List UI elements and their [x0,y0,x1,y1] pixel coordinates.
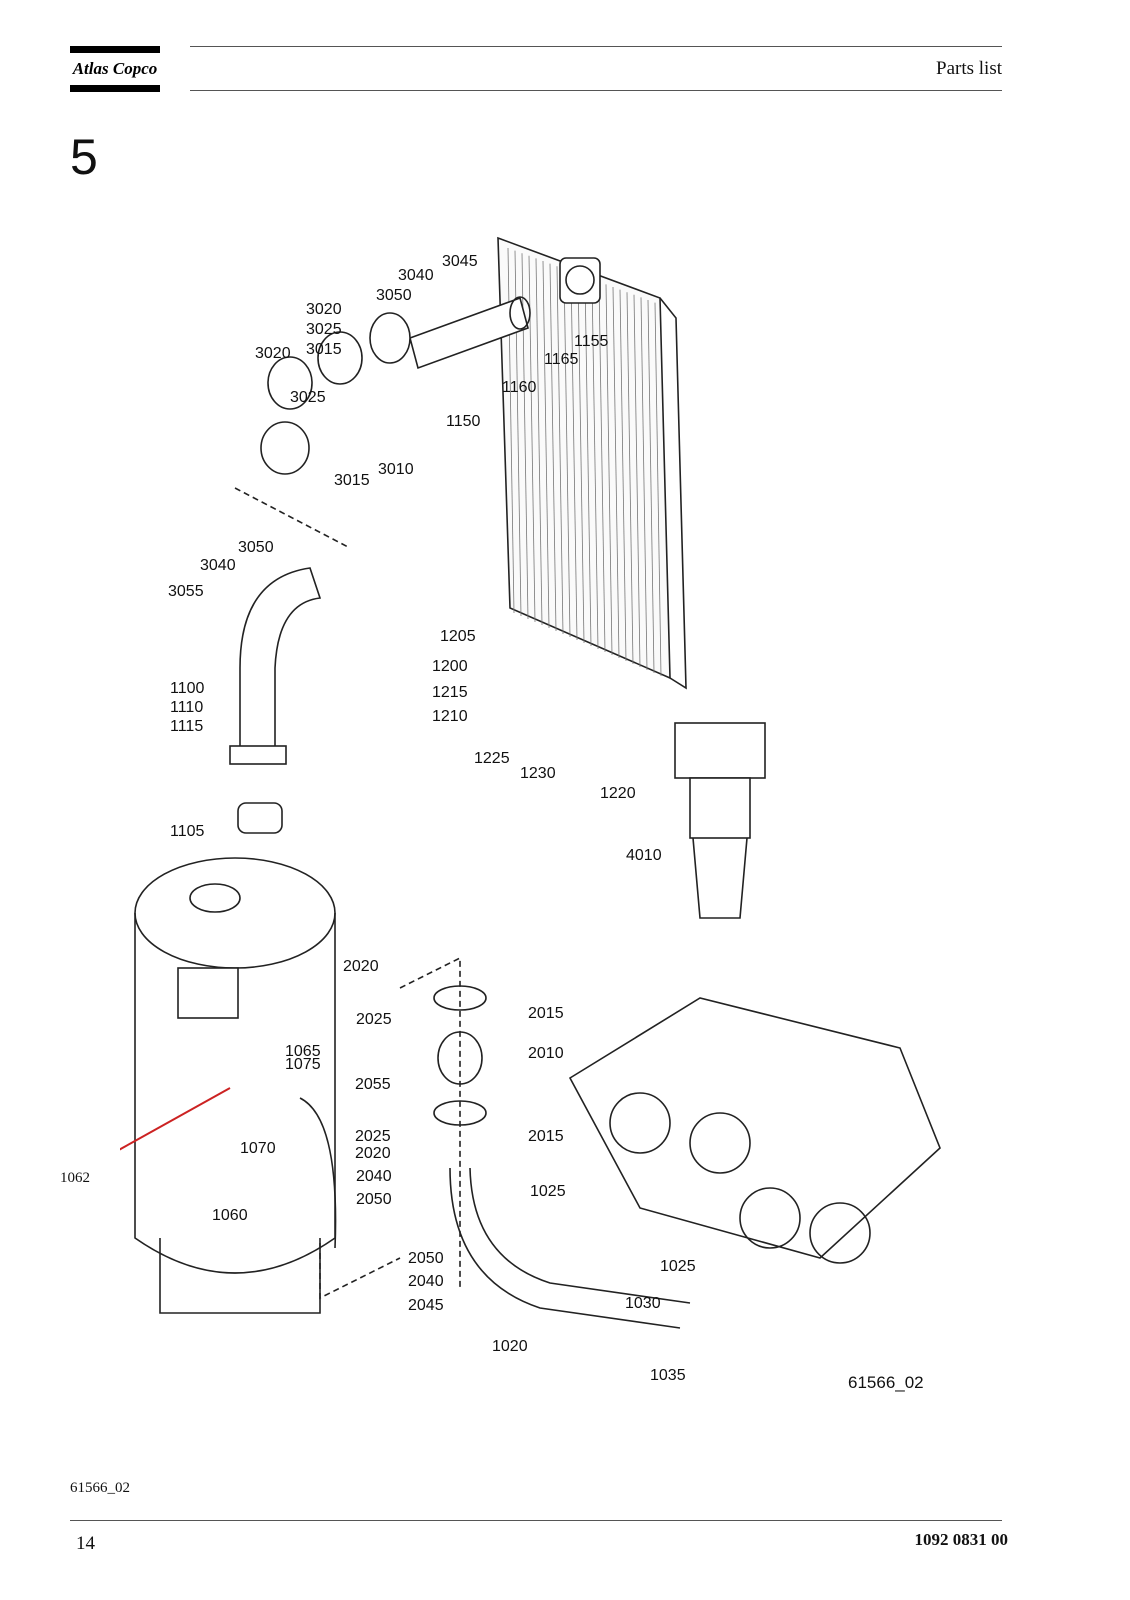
part-callout: 2045 [408,1297,444,1314]
part-callout: 1205 [440,628,476,645]
part-callout: 1215 [432,684,468,701]
exploded-parts-drawing: 3045304030503020302530153020302530103015… [120,236,941,1392]
part-callout: 1020 [492,1338,528,1355]
cooler-core [497,236,687,690]
part-callout: 1230 [520,765,556,782]
part-callout: 3015 [334,472,370,489]
part-callout: 3025 [290,389,326,406]
external-callout-1062: 1062 [60,1170,90,1186]
part-callout: 2025 [356,1011,392,1028]
part-callout: 1110 [170,699,203,716]
part-callout: 2050 [356,1191,392,1208]
part-callout: 3025 [306,321,342,338]
part-callout: 1200 [432,658,468,675]
part-callout: 2010 [528,1045,564,1062]
part-callout: 1070 [240,1140,276,1157]
part-callout: 1060 [212,1207,248,1224]
document-number: 1092 0831 00 [914,1530,1009,1549]
external-callout-leader [120,1087,231,1151]
part-callout: 3040 [398,267,434,284]
part-callout: 2025 [355,1128,391,1145]
page-title: Parts list [936,58,1002,79]
part-callout: 1025 [530,1183,566,1200]
part-callout: 1160 [502,379,537,396]
part-callout: 2015 [528,1128,564,1145]
part-callout: 2040 [408,1273,444,1290]
separator-vessel [134,857,336,1314]
part-callout: 4010 [626,847,662,864]
figure-caption: 61566_02 [70,1480,130,1496]
part-callout: 3020 [255,345,291,362]
part-callout: 2055 [355,1076,391,1093]
part-callout: 3020 [306,301,342,318]
part-callout: 2050 [408,1250,444,1267]
part-callout: 3040 [200,557,236,574]
part-callout: 3015 [306,341,342,358]
header-top-rule [190,46,1002,47]
part-callout: 1030 [625,1295,661,1312]
part-callout: 2020 [355,1145,391,1162]
lower-pipe-assembly [299,985,691,1329]
part-callout: 3010 [378,461,414,478]
part-callout: 1225 [474,750,510,767]
part-callout: 1165 [544,351,579,368]
part-callout: 1115 [170,718,203,735]
footer-rule [70,1520,1002,1521]
part-callout: 3045 [442,253,478,270]
section-number: 5 [70,129,98,185]
filter-housing [674,722,766,919]
header-bottom-rule [190,90,1002,91]
elbow-pipe [229,567,322,834]
part-callout: 1150 [446,413,481,430]
part-callout: 1035 [650,1367,686,1384]
compressor-elements [568,997,941,1264]
part-callout: 3055 [168,583,204,600]
part-callout: 2020 [343,958,379,975]
part-callout: 1100 [170,680,205,697]
atlas-copco-logo: Atlas Copco [70,46,160,92]
page-number: 14 [76,1533,95,1554]
upper-pipe-assembly [234,296,531,549]
part-callout: 1025 [660,1258,696,1275]
part-callout: 1155 [574,333,609,350]
part-callout: 1065 [285,1043,321,1060]
part-callout: 1105 [170,823,205,840]
part-callout: 2015 [528,1005,564,1022]
drawing-id: 61566_02 [848,1373,924,1392]
brand-wordmark: Atlas Copco [72,59,158,78]
part-callout: 3050 [238,539,274,556]
part-callout: 1220 [600,785,636,802]
part-callout: 2040 [356,1168,392,1185]
part-callout: 1075 [285,1056,321,1073]
part-callout: 1210 [432,708,468,725]
part-callout: 3050 [376,287,412,304]
